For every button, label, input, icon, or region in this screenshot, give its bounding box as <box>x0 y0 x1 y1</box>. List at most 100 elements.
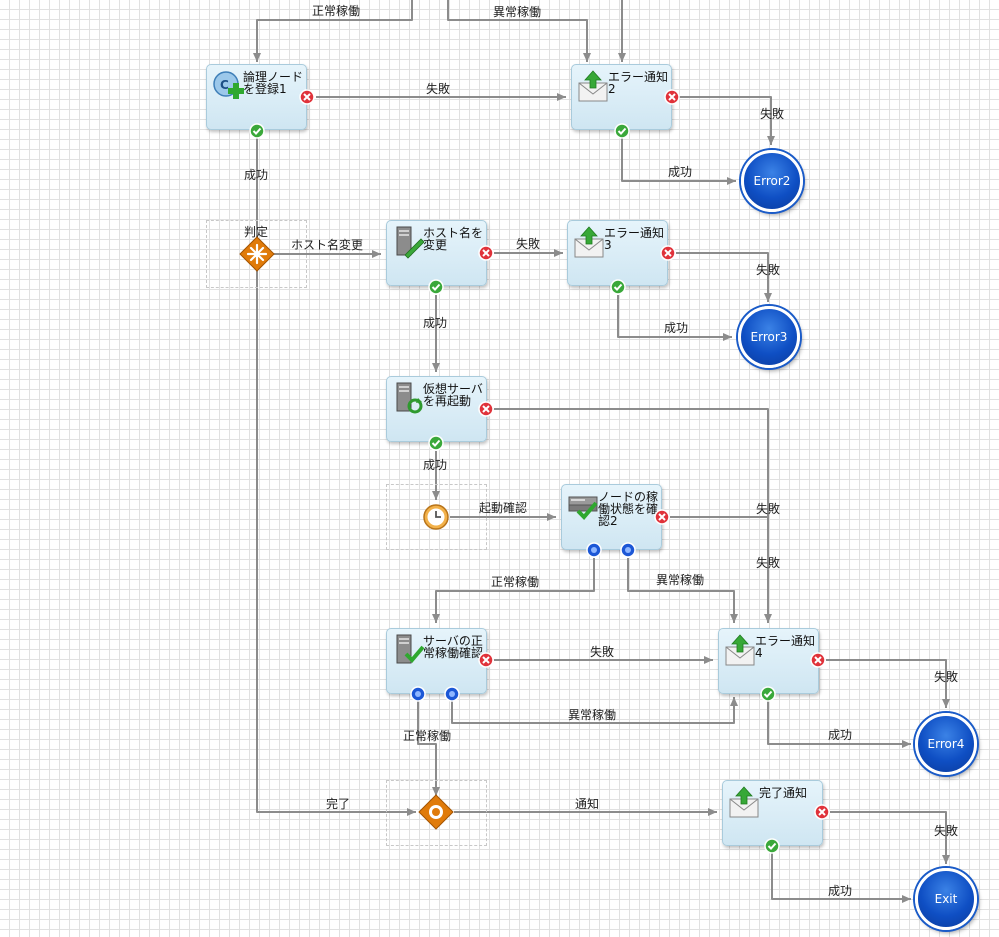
label-nodecheck-fail: 失敗 <box>756 556 781 570</box>
label-hostname-change: ホスト名変更 <box>291 238 364 252</box>
connector-err4-fail[interactable] <box>826 659 950 708</box>
end-node-error4[interactable]: Error4 <box>915 713 977 775</box>
connector-err3-success[interactable] <box>617 295 732 341</box>
label-complete: 完了 <box>326 797 351 811</box>
connector-nodecheck-normal[interactable] <box>432 558 595 623</box>
node-check-node-status[interactable]: ノードの稼働状態を確認2 <box>561 484 662 550</box>
branch-port-icon[interactable] <box>410 686 426 702</box>
error-port-icon[interactable] <box>814 804 830 820</box>
connector-top-abnormal[interactable] <box>447 0 591 62</box>
label-err4-fail: 失敗 <box>934 670 959 684</box>
label-top-abnormal: 異常稼働 <box>493 5 542 19</box>
success-port-icon[interactable] <box>764 838 780 854</box>
connector-restart-fail[interactable] <box>494 408 772 623</box>
error-port-icon[interactable] <box>810 652 826 668</box>
node-label: 論理ノードを登録1 <box>243 70 304 96</box>
server-edit-icon <box>396 226 425 259</box>
success-port-icon[interactable] <box>249 123 265 139</box>
error-port-icon[interactable] <box>664 89 680 105</box>
connector-done-fail[interactable] <box>830 811 950 864</box>
node-register-logical-node[interactable]: C 論理ノードを登録1 <box>206 64 307 130</box>
node-label: 完了通知 <box>759 786 808 800</box>
svg-text:C: C <box>220 78 229 92</box>
merge-diamond-icon[interactable] <box>418 794 454 830</box>
label-notify: 通知 <box>575 797 600 811</box>
mail-icon <box>729 786 759 818</box>
timer-frame <box>386 484 487 550</box>
node-change-hostname[interactable]: ホスト名を変更 <box>386 220 487 286</box>
node-server-normal-check[interactable]: サーバの正常稼働確認 <box>386 628 487 694</box>
node-error-notify-2[interactable]: エラー通知2 <box>571 64 672 130</box>
node-label: サーバの正常稼働確認 <box>423 634 484 660</box>
node-label: エラー通知4 <box>755 634 816 660</box>
connector-err2-fail[interactable] <box>678 96 775 145</box>
label-nodecheck-abnormal: 異常稼働 <box>656 573 705 587</box>
connector-top-normal[interactable] <box>253 0 413 62</box>
label-done-fail: 失敗 <box>934 824 959 838</box>
decision-diamond-icon[interactable] <box>239 236 275 272</box>
node-label: エラー通知3 <box>604 226 665 252</box>
end-node-error3[interactable]: Error3 <box>738 306 800 368</box>
label-restart-success: 成功 <box>423 458 448 472</box>
label-err2-success: 成功 <box>668 165 693 179</box>
node-complete-notify[interactable]: 完了通知 <box>722 780 823 846</box>
label-nodecheck-normal: 正常稼働 <box>491 575 540 589</box>
server-restart-icon <box>396 382 423 414</box>
end-node-exit[interactable]: Exit <box>915 868 977 930</box>
error-port-icon[interactable] <box>660 245 676 261</box>
connector-decision-complete[interactable] <box>256 268 416 816</box>
decision-label: 判定 <box>244 225 269 239</box>
label-register-success: 成功 <box>244 168 269 182</box>
mail-icon <box>578 70 608 102</box>
merge-frame <box>386 780 487 846</box>
end-node-error2[interactable]: Error2 <box>741 150 803 212</box>
branch-port-icon[interactable] <box>620 542 636 558</box>
label-servercheck-normal: 正常稼働 <box>403 729 452 743</box>
node-label: 仮想サーバを再起動 <box>423 382 483 408</box>
error-port-icon[interactable] <box>654 509 670 525</box>
label-err3-fail: 失敗 <box>756 263 781 277</box>
label-done-success: 成功 <box>828 884 853 898</box>
label-host-fail: 失敗 <box>516 237 541 251</box>
error-port-icon[interactable] <box>478 245 494 261</box>
success-port-icon[interactable] <box>610 279 626 295</box>
label-servercheck-abnormal: 異常稼働 <box>568 708 617 722</box>
label-err3-success: 成功 <box>664 321 689 335</box>
error-port-icon[interactable] <box>299 89 315 105</box>
success-port-icon[interactable] <box>760 686 776 702</box>
success-port-icon[interactable] <box>428 435 444 451</box>
server-check-icon <box>396 634 425 664</box>
connector-done-success[interactable] <box>771 853 911 903</box>
timer-clock-icon[interactable] <box>422 503 450 531</box>
node-label: エラー通知2 <box>608 70 669 96</box>
mail-icon <box>574 226 604 258</box>
connector-nodecheck-abnormal[interactable] <box>627 558 738 623</box>
connector-servercheck-abnormal[interactable] <box>451 697 738 724</box>
node-restart-virtual-server[interactable]: 仮想サーバを再起動 <box>386 376 487 442</box>
node-label: ホスト名を変更 <box>423 226 484 252</box>
error-port-icon[interactable] <box>478 652 494 668</box>
label-host-success: 成功 <box>423 316 448 330</box>
connector-err2-success[interactable] <box>621 138 736 185</box>
node-check-icon <box>568 496 598 520</box>
success-port-icon[interactable] <box>614 123 630 139</box>
label-err2-fail: 失敗 <box>760 107 785 121</box>
branch-port-icon[interactable] <box>444 686 460 702</box>
error-port-icon[interactable] <box>478 401 494 417</box>
node-error-notify-3[interactable]: エラー通知3 <box>567 220 668 286</box>
connector-err3-fail[interactable] <box>676 252 772 302</box>
decision-frame <box>206 220 307 288</box>
node-error-notify-4[interactable]: エラー通知4 <box>718 628 819 694</box>
label-register-fail: 失敗 <box>426 82 451 96</box>
label-err4-success: 成功 <box>828 728 853 742</box>
connector-servercheck-normal[interactable] <box>417 701 440 796</box>
connector-err4-success[interactable] <box>767 701 911 748</box>
label-boot-check: 起動確認 <box>479 501 528 515</box>
branch-port-icon[interactable] <box>586 542 602 558</box>
label-servercheck-fail: 失敗 <box>590 645 615 659</box>
success-port-icon[interactable] <box>428 279 444 295</box>
label-top-normal: 正常稼働 <box>312 4 361 18</box>
label-restart-fail: 失敗 <box>756 502 781 516</box>
